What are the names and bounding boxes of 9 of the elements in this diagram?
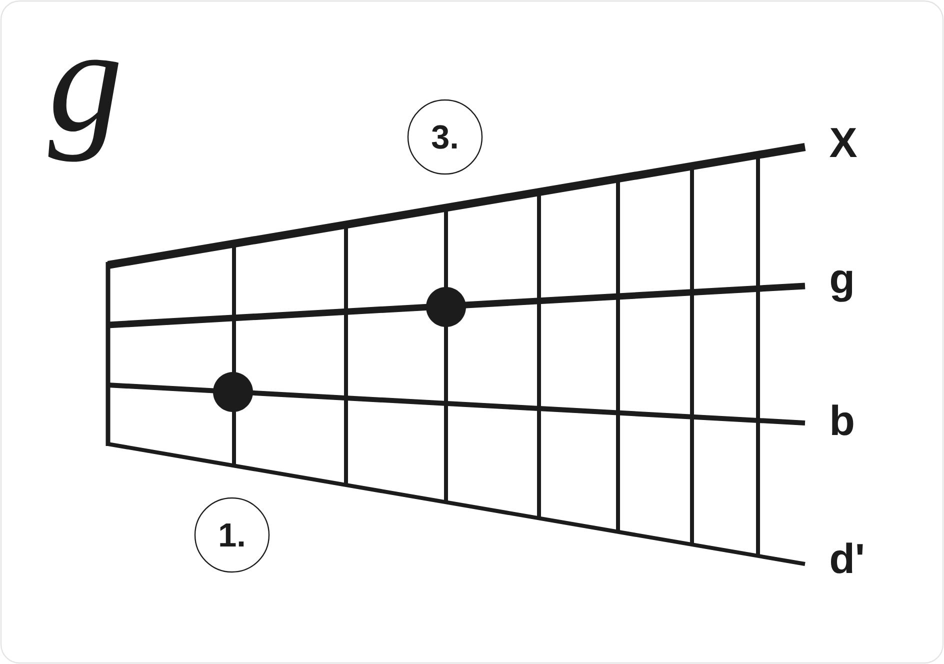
finger-dot (213, 372, 253, 412)
string-label: b (832, 404, 854, 436)
chord-name: g (48, 60, 119, 162)
circled-number: 3. (407, 99, 483, 175)
circled-number: 1. (194, 497, 270, 573)
string-label: X (830, 128, 857, 157)
finger-dot (426, 287, 466, 327)
string-label: d' (831, 542, 863, 574)
string-label: g (831, 270, 852, 302)
